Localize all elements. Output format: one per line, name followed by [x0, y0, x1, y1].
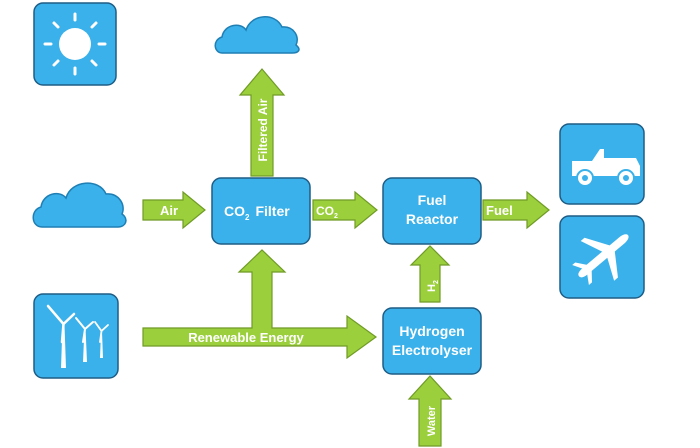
arrow-air: [142, 190, 206, 230]
h2-label: H2: [426, 280, 440, 292]
sun-box: [33, 2, 117, 86]
arrow-h2: [409, 245, 451, 303]
plane-box: [559, 215, 645, 299]
hydrogen-electrolyser-label-line1: Hydrogen: [399, 323, 464, 339]
filtered-air-label: Filtered Air: [256, 98, 270, 161]
fuel-arrow-label: Fuel: [486, 203, 513, 218]
sun-icon: [43, 12, 107, 76]
fuel-reactor-label-line1: Fuel: [418, 192, 447, 208]
cloud-icon: [214, 16, 300, 54]
airplane-icon: [572, 234, 629, 285]
arrow-filtered-air: [238, 68, 286, 177]
car-box: [559, 123, 645, 205]
arrow-water: [407, 375, 453, 447]
fuel-reactor-box: [382, 177, 482, 245]
renewable-energy-label: Renewable Energy: [188, 330, 304, 345]
wind-turbine-icon: [46, 304, 109, 368]
air-label: Air: [160, 203, 178, 218]
arrow-renewable-energy: [142, 249, 378, 360]
jeep-icon: [572, 149, 640, 187]
hydrogen-electrolyser-label-line2: Electrolyser: [392, 342, 473, 358]
arrow-co2: [312, 190, 378, 230]
fuel-reactor-label-line2: Reactor: [406, 211, 459, 227]
cloud-icon: [32, 182, 127, 228]
hydrogen-electrolyser-box: [382, 307, 482, 375]
wind-turbine-box: [33, 293, 119, 379]
co2-filter-box: [211, 177, 311, 245]
co2-label: CO2: [316, 204, 338, 220]
arrow-fuel: [482, 190, 550, 230]
water-label: Water: [426, 405, 438, 436]
